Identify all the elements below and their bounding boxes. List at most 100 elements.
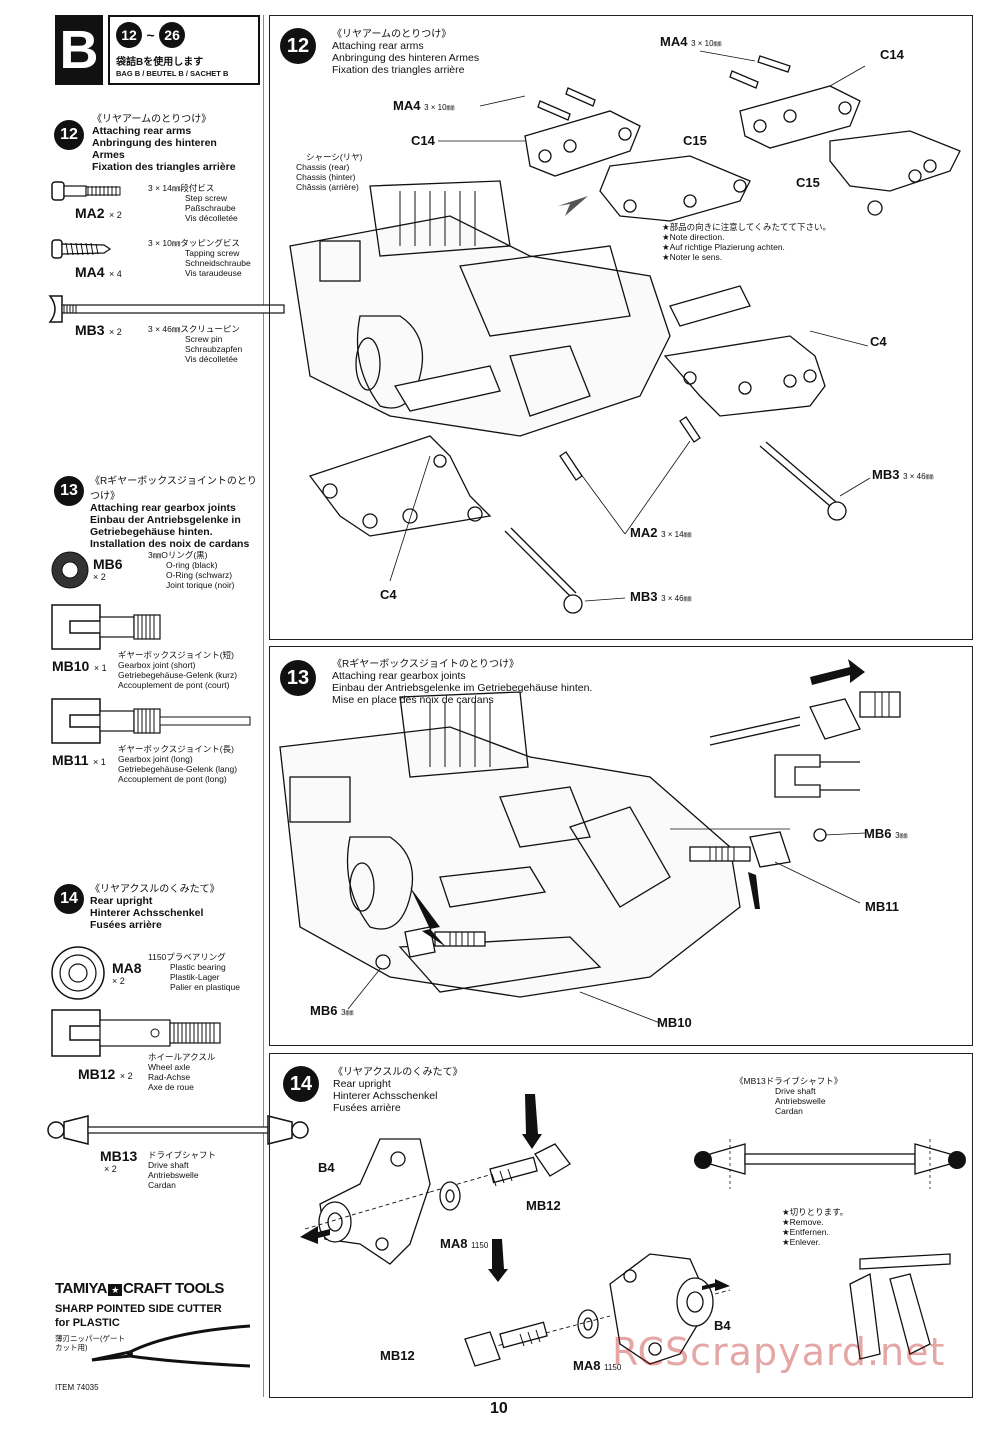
label-ma4-right-code: MA4 bbox=[660, 34, 688, 49]
ma4-code-wrap: MA4 × 4 bbox=[75, 264, 122, 282]
step12-header: 《リヤアームのとりつけ》 Attaching rear arms Anbring… bbox=[92, 110, 262, 173]
ma8-desc-en: Plastic bearing bbox=[170, 962, 226, 972]
mb12-code-wrap: MB12 × 2 bbox=[78, 1066, 133, 1084]
step-range: 12 ~ 26 bbox=[116, 22, 186, 48]
ma2-jp: 3 × 14㎜段付ビス bbox=[148, 183, 215, 193]
bag-letter: B bbox=[55, 15, 103, 85]
step14-badge: 14 bbox=[54, 884, 84, 914]
step12-line3: Armes bbox=[92, 149, 125, 161]
chassis-fr: Châssis (arrière) bbox=[296, 182, 359, 192]
label-ma8-left: MA8 1150 bbox=[440, 1236, 488, 1251]
step13-badge: 13 bbox=[54, 476, 84, 506]
mb10-jp: ギヤーボックスジョイント(短) bbox=[118, 650, 234, 660]
ma4-desc-fr: Vis taraudeuse bbox=[185, 268, 242, 278]
ma2-desc-de: Paßschraube bbox=[185, 203, 236, 213]
panel12-note-jp: ★部品の向きに注意してくみたてて下さい。 bbox=[662, 222, 831, 232]
label-mb10: MB10 bbox=[657, 1015, 692, 1030]
mb12-code: MB12 bbox=[78, 1066, 116, 1082]
step14-line2: Hinterer Achsschenkel bbox=[90, 907, 204, 919]
mb13-desc-en: Drive shaft bbox=[148, 1160, 189, 1170]
label-c15-right: C15 bbox=[796, 175, 820, 190]
label-mb3-right-code: MB3 bbox=[872, 467, 900, 482]
step12-line4: Fixation des triangles arrière bbox=[92, 161, 236, 173]
mb3-desc-fr: Vis décolletée bbox=[185, 354, 238, 364]
step13-line2: Einbau der Antriebsgelenke in bbox=[90, 514, 241, 526]
tool-line2: for PLASTIC bbox=[55, 1317, 120, 1329]
ma2-desc: 3 × 14㎜段付ビス Step screw Paßschraube Vis d… bbox=[148, 183, 238, 223]
tool-jp2: カット用) bbox=[55, 1343, 88, 1352]
panel12-jp: 《リヤアームのとりつけ》 bbox=[332, 29, 452, 40]
mb13-callout-en: Drive shaft bbox=[775, 1086, 816, 1096]
step-range-from: 12 bbox=[116, 22, 142, 48]
mb12-jp: ホイールアクスル bbox=[148, 1052, 216, 1062]
panel14-badge: 14 bbox=[283, 1066, 319, 1102]
panel13-badge: 13 bbox=[280, 660, 316, 696]
mb6-jp: 3㎜Oリング(黒) bbox=[148, 550, 208, 560]
step-range-to: 26 bbox=[159, 22, 186, 48]
chassis-jp: シャーシ(リヤ) bbox=[306, 152, 363, 162]
label-mb6-right-size: 3㎜ bbox=[895, 831, 908, 840]
mb6-desc-en: O-ring (black) bbox=[166, 560, 218, 570]
ma8-desc-fr: Palier en plastique bbox=[170, 982, 240, 992]
step13-header: 《Rギヤーボックスジョイントのとりつけ》 Attaching rear gear… bbox=[90, 472, 262, 550]
ma4-desc: 3 × 10㎜タッピングビス Tapping screw Schneidschr… bbox=[148, 238, 251, 278]
step14-jp: 《リヤアクスルのくみたて》 bbox=[90, 884, 220, 895]
mb13-desc: ドライブシャフト Drive shaft Antriebswelle Carda… bbox=[148, 1150, 216, 1190]
tamiya-brand: TAMIYA bbox=[55, 1280, 108, 1297]
step13-line4: Installation des noix de cardans bbox=[90, 538, 250, 550]
label-mb12-top: MB12 bbox=[526, 1198, 561, 1213]
chassis-en: Chassis (rear) bbox=[296, 162, 350, 172]
ma4-jp: 3 × 10㎜タッピングビス bbox=[148, 238, 240, 248]
label-mb11: MB11 bbox=[865, 899, 899, 914]
panel12-note: ★部品の向きに注意してくみたてて下さい。 ★Note direction. ★A… bbox=[662, 222, 831, 262]
panel14-jp: 《リヤアクスルのくみたて》 bbox=[333, 1067, 463, 1078]
label-mb3-right: MB3 3 × 46㎜ bbox=[872, 467, 934, 482]
chassis-de: Chassis (hinter) bbox=[296, 172, 356, 182]
mb13-callout: 《MB13ドライブシャフト》 Drive shaft Antriebswelle… bbox=[735, 1076, 842, 1116]
mb13-driveshaft-icon bbox=[47, 1115, 309, 1145]
cut-note-jp: ★切りとります。 bbox=[782, 1207, 849, 1217]
label-mb12-bottom: MB12 bbox=[380, 1348, 415, 1363]
panel14-line2: Hinterer Achsschenkel bbox=[333, 1090, 438, 1102]
label-mb3-bottom-code: MB3 bbox=[630, 589, 658, 604]
ma8-jp: 1150プラベアリング bbox=[148, 952, 226, 962]
ma2-code: MA2 bbox=[75, 205, 105, 221]
ma8-code: MA8 bbox=[112, 960, 142, 976]
mb10-desc-en: Gearbox joint (short) bbox=[118, 660, 196, 670]
panel14-line1: Rear upright bbox=[333, 1078, 391, 1090]
mb11-code-wrap: MB11 × 1 bbox=[52, 752, 106, 770]
step14-line1: Rear upright bbox=[90, 895, 153, 907]
label-c15-left: C15 bbox=[683, 133, 707, 148]
panel12-header: 《リヤアームのとりつけ》 Attaching rear arms Anbring… bbox=[332, 25, 479, 76]
label-mb3-bottom: MB3 3 × 46㎜ bbox=[630, 589, 692, 604]
mb13-jp: ドライブシャフト bbox=[148, 1150, 217, 1160]
label-mb6-right-code: MB6 bbox=[864, 826, 892, 841]
item-number: ITEM 74035 bbox=[55, 1383, 99, 1392]
label-ma4-right: MA4 3 × 10㎜ bbox=[660, 34, 722, 49]
ma8-desc-de: Plastik-Lager bbox=[170, 972, 220, 982]
ma2-desc-en: Step screw bbox=[185, 193, 228, 203]
mb6-desc: 3㎜Oリング(黒) O-ring (black) O-Ring (schwarz… bbox=[148, 550, 235, 590]
label-c4-left: C4 bbox=[380, 587, 397, 602]
ma8-qty: × 2 bbox=[112, 976, 125, 986]
ma8-bearing-icon bbox=[51, 946, 105, 1000]
panel14-line3: Fusées arrière bbox=[333, 1102, 401, 1114]
mb3-desc-en: Screw pin bbox=[185, 334, 223, 344]
ma2-desc-fr: Vis décolletée bbox=[185, 213, 238, 223]
label-ma8-right-size: 1150 bbox=[604, 1363, 622, 1372]
panel12-line3: Fixation des triangles arrière bbox=[332, 64, 465, 76]
cut-note: ★切りとります。 ★Remove. ★Entfernen. ★Enlever. bbox=[782, 1207, 848, 1247]
label-ma4-left-size: 3 × 10㎜ bbox=[424, 103, 455, 112]
ma2-code-wrap: MA2 × 2 bbox=[75, 205, 122, 223]
page-number: 10 bbox=[490, 1400, 508, 1417]
mb3-jp: 3 × 46㎜スクリューピン bbox=[148, 324, 240, 334]
mb11-desc-en: Gearbox joint (long) bbox=[118, 754, 193, 764]
mb13-callout-jp: 《MB13ドライブシャフト》 bbox=[735, 1076, 843, 1086]
ma4-desc-de: Schneidschraube bbox=[185, 258, 251, 268]
mb3-desc: 3 × 46㎜スクリューピン Screw pin Schraubzapfen V… bbox=[148, 324, 242, 364]
ma2-qty: × 2 bbox=[109, 210, 122, 220]
label-mb6-left-size: 3㎜ bbox=[341, 1008, 354, 1017]
panel12-illustration bbox=[289, 50, 961, 614]
mb12-desc-en: Wheel axle bbox=[148, 1062, 191, 1072]
label-mb3-bottom-size: 3 × 46㎜ bbox=[661, 594, 692, 603]
